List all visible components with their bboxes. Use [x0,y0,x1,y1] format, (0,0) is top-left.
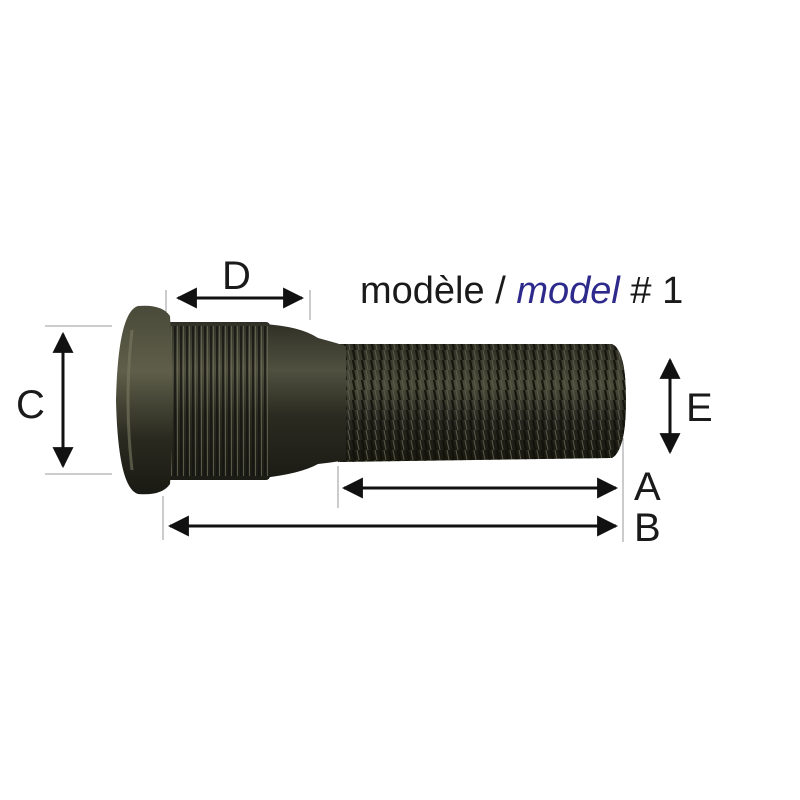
dimension-label-c: C [16,383,45,427]
dimension-label-b: B [634,506,661,550]
caption-number: # 1 [630,270,684,312]
stud-head [116,305,173,495]
caption-french: modèle / [360,270,506,312]
wheel-stud [116,305,626,495]
dimension-label-a: A [634,465,661,509]
caption-english: model [516,270,620,312]
model-caption: modèle / model # 1 [360,272,683,310]
dimension-label-e: E [686,386,713,430]
dimension-arrows [52,287,681,537]
stud-neck [262,324,346,478]
dimension-label-d: D [222,254,251,298]
